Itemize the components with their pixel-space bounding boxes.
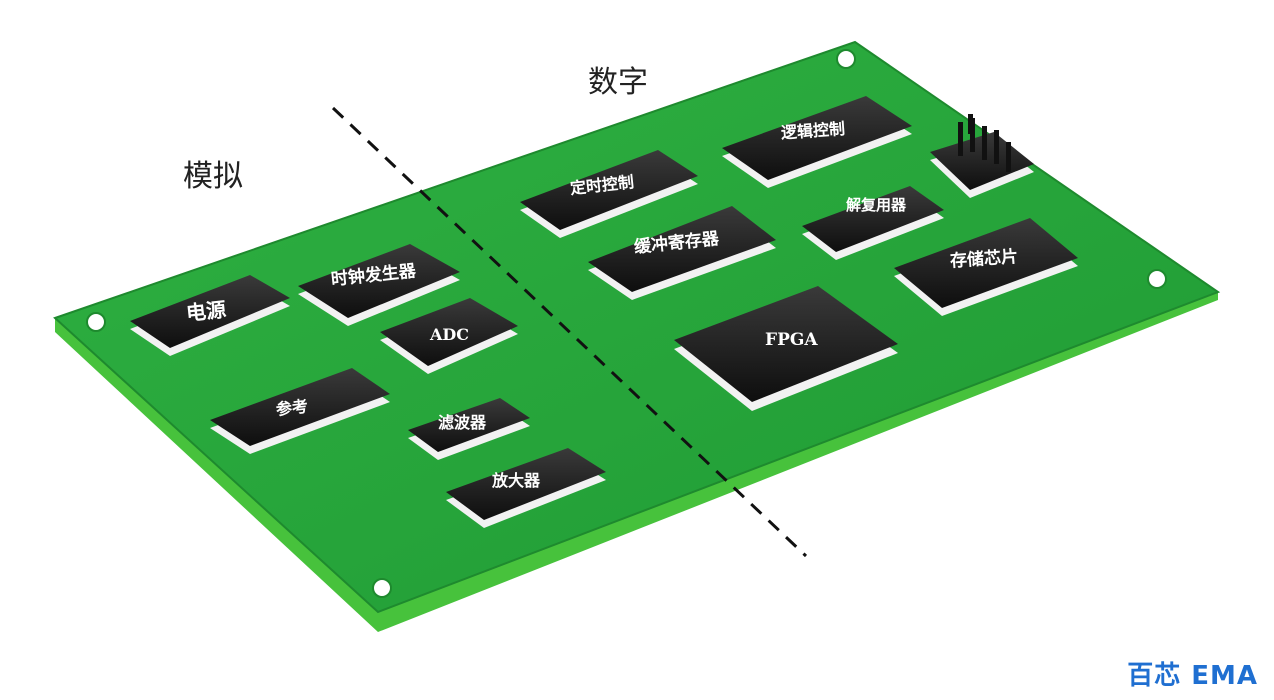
board-surface: [53, 40, 1221, 614]
chip-label-demux: 解复用器: [846, 196, 907, 214]
analog-digital-divider: [331, 106, 808, 558]
chip-clock-generator: 时钟发生器: [298, 244, 460, 326]
watermark-logo: 百芯 EMA: [1127, 661, 1258, 691]
chip-fpga: FPGA: [674, 286, 898, 411]
mounting-hole: [1147, 269, 1167, 289]
chip-label-logic: 逻辑控制: [780, 119, 845, 142]
chip-connector: [930, 114, 1034, 198]
analog-region-label: 模拟: [183, 159, 243, 194]
chip-adc: ADC: [380, 298, 518, 374]
mounting-hole: [836, 49, 856, 69]
chip-reference: 参考: [210, 368, 390, 454]
chip-logic-control: 逻辑控制: [722, 96, 912, 188]
chip-label-fpga: FPGA: [765, 330, 818, 350]
digital-region-label: 数字: [588, 65, 648, 100]
pcb-board: [53, 40, 1221, 632]
chip-label-adc: ADC: [429, 325, 469, 344]
chip-amplifier: 放大器: [446, 448, 606, 528]
chip-label-reference: 参考: [275, 397, 309, 419]
chip-filter: 滤波器: [408, 398, 530, 460]
chip-label-amplifier: 放大器: [491, 471, 541, 490]
mounting-hole: [86, 312, 106, 332]
chip-label-power: 电源: [185, 297, 227, 325]
connector-pins: [958, 114, 1011, 172]
chip-label-memory: 存储芯片: [949, 246, 1018, 272]
chip-memory: 存储芯片: [894, 218, 1078, 316]
chip-power: 电源: [130, 275, 290, 356]
chip-demultiplexer: 解复用器: [802, 186, 944, 260]
chip-label-filter: 滤波器: [438, 413, 487, 432]
mounting-hole: [372, 578, 392, 598]
